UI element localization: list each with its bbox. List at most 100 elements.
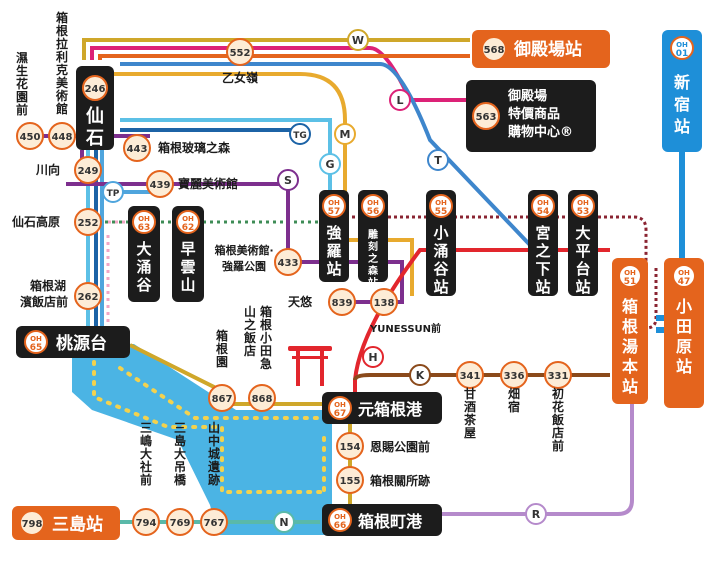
- svg-text:酒: 酒: [464, 400, 476, 414]
- stop-767[interactable]: 767: [200, 508, 228, 536]
- svg-text:450: 450: [20, 132, 41, 143]
- stop-443[interactable]: 443: [123, 134, 151, 162]
- svg-text:站: 站: [674, 117, 690, 136]
- svg-text:元箱根港: 元箱根港: [358, 400, 423, 419]
- stop-155[interactable]: 155: [336, 466, 364, 494]
- svg-text:購物中心®: 購物中心®: [507, 124, 573, 140]
- svg-text:店: 店: [552, 425, 564, 440]
- svg-text:美: 美: [56, 75, 69, 90]
- svg-text:K: K: [416, 369, 425, 382]
- svg-text:三: 三: [174, 421, 186, 435]
- svg-text:涌: 涌: [433, 242, 448, 260]
- svg-text:箱根美術館‧: 箱根美術館‧: [215, 243, 274, 257]
- stop-839[interactable]: 839: [328, 288, 356, 316]
- svg-text:站: 站: [433, 278, 448, 296]
- route-l-badge: L: [389, 89, 411, 111]
- stop-341[interactable]: 341: [456, 361, 484, 389]
- svg-text:OH: OH: [678, 269, 690, 277]
- stop-154[interactable]: 154: [336, 432, 364, 460]
- svg-text:H: H: [368, 351, 377, 364]
- stop-331[interactable]: 331: [544, 361, 572, 389]
- svg-text:OH: OH: [30, 335, 42, 343]
- stop-769[interactable]: 769: [166, 508, 194, 536]
- svg-text:拉: 拉: [56, 36, 68, 51]
- svg-text:強: 強: [326, 224, 341, 242]
- svg-text:早: 早: [180, 240, 195, 258]
- svg-text:平: 平: [575, 242, 590, 260]
- svg-text:初: 初: [552, 386, 564, 401]
- svg-text:根: 根: [622, 317, 638, 336]
- svg-text:51: 51: [624, 277, 637, 287]
- svg-text:強羅公園: 強羅公園: [222, 259, 266, 273]
- svg-text:53: 53: [577, 207, 590, 217]
- svg-text:站: 站: [575, 278, 590, 296]
- stop-868[interactable]: 868: [248, 384, 276, 412]
- stop-867[interactable]: 867: [208, 384, 236, 412]
- stop-552[interactable]: 552: [226, 38, 254, 66]
- svg-text:62: 62: [182, 223, 195, 233]
- svg-text:155: 155: [340, 476, 361, 487]
- svg-text:OH: OH: [676, 41, 688, 49]
- svg-text:湯: 湯: [622, 337, 638, 356]
- stop-138[interactable]: 138: [370, 288, 398, 316]
- svg-text:小: 小: [676, 297, 692, 316]
- route-t-badge: T: [427, 149, 449, 171]
- route-markers: W L M TG G T S TP H K N R: [102, 29, 547, 533]
- svg-text:森: 森: [367, 264, 379, 277]
- route-m-line: [110, 72, 347, 200]
- stop-448[interactable]: 448: [48, 122, 76, 150]
- stop-794[interactable]: 794: [132, 508, 160, 536]
- svg-text:54: 54: [537, 207, 550, 217]
- svg-text:47: 47: [678, 277, 691, 287]
- stop-label-249: 川向: [35, 162, 60, 177]
- svg-text:M: M: [340, 128, 351, 141]
- svg-text:急: 急: [260, 356, 272, 371]
- stop-336[interactable]: 336: [500, 361, 528, 389]
- stop-label-552: 乙女嶺: [222, 70, 259, 85]
- stop-433[interactable]: 433: [274, 248, 302, 276]
- stop-label-252: 仙石高原: [12, 214, 60, 229]
- stop-249[interactable]: 249: [74, 156, 102, 184]
- stop-label-138: YUNESSUN前: [369, 322, 441, 335]
- stop-252[interactable]: 252: [74, 208, 102, 236]
- svg-text:67: 67: [334, 409, 347, 419]
- svg-text:跡: 跡: [208, 472, 220, 487]
- stops: 552 450 448 443 249 439 252 262 433 839 …: [16, 38, 572, 536]
- stop-262[interactable]: 262: [74, 282, 102, 310]
- svg-text:G: G: [325, 158, 334, 171]
- svg-text:島: 島: [174, 433, 186, 448]
- svg-text:之: 之: [535, 242, 550, 260]
- svg-text:田: 田: [260, 344, 272, 358]
- svg-text:根: 根: [260, 317, 272, 332]
- svg-text:箱根町港: 箱根町港: [358, 512, 423, 531]
- svg-text:前: 前: [140, 472, 152, 487]
- svg-text:W: W: [352, 34, 364, 47]
- svg-text:794: 794: [136, 518, 157, 529]
- svg-text:563: 563: [476, 112, 497, 123]
- stop-label-155: 箱根關所跡: [370, 473, 430, 488]
- svg-text:448: 448: [52, 132, 73, 143]
- stop-439[interactable]: 439: [146, 170, 174, 198]
- stop-450[interactable]: 450: [16, 122, 44, 150]
